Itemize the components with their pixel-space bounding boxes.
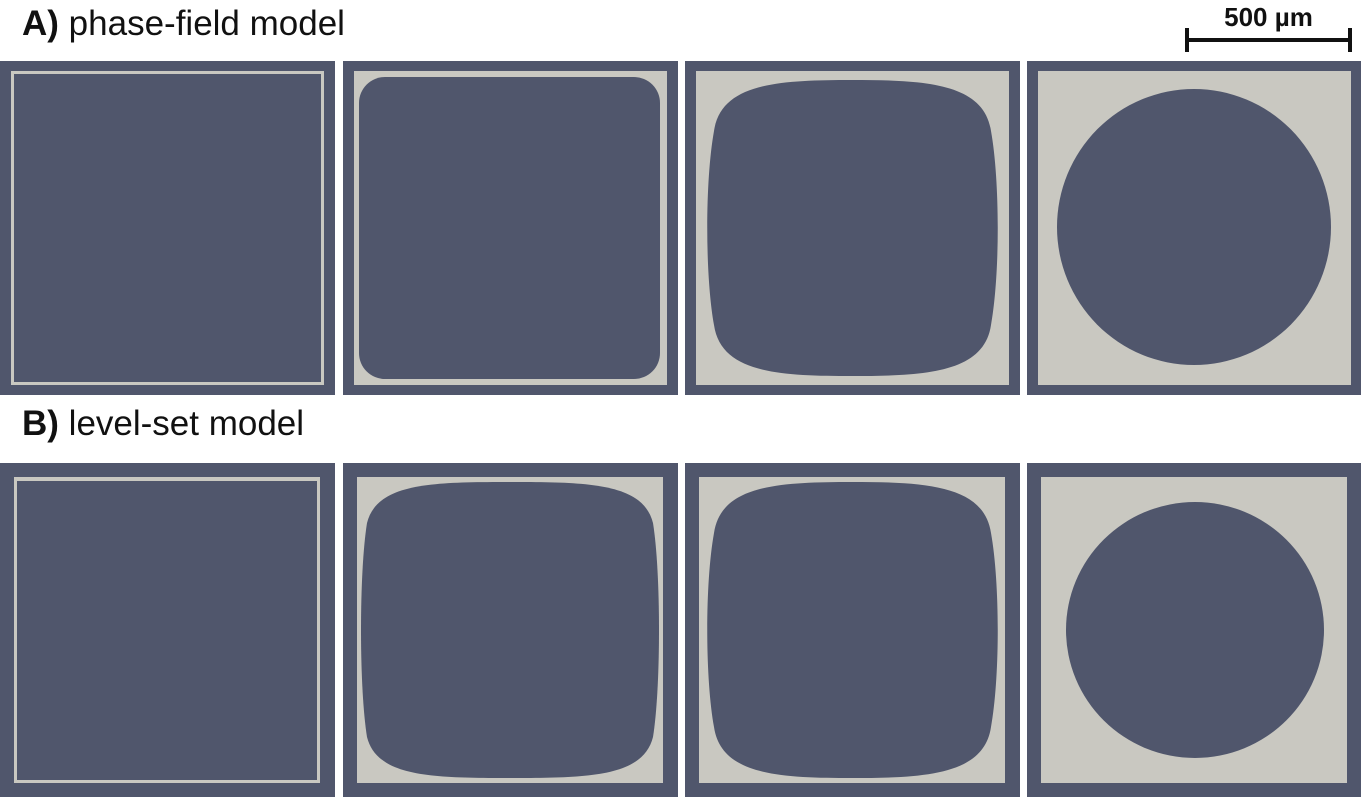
panel-a-2 (343, 61, 678, 395)
scale-bar-line (1185, 38, 1352, 42)
grain (1057, 89, 1331, 365)
row-a-letter: A) (22, 4, 59, 43)
panel-a-1 (0, 61, 335, 395)
panel-a-4 (1027, 61, 1361, 395)
panel-b-2 (343, 463, 678, 797)
grain (17, 481, 317, 780)
row-b-letter: B) (22, 404, 59, 443)
panel-b-3 (685, 463, 1020, 797)
panel-a-3 (685, 61, 1020, 395)
row-a-label: A) phase-field model (22, 4, 345, 44)
panel-b-4 (1027, 463, 1361, 797)
row-a-title: phase-field model (68, 4, 345, 43)
grain (1066, 502, 1324, 758)
panel-b-1 (0, 463, 335, 797)
scale-bar-label: 500 µm (1224, 2, 1313, 32)
grain (707, 482, 998, 778)
grain (359, 77, 660, 379)
grain (707, 80, 998, 376)
grain (14, 74, 321, 382)
row-b-title: level-set model (68, 404, 305, 443)
scale-bar-right-tick (1348, 28, 1352, 52)
grain (361, 482, 659, 778)
scale-bar: 500 µm (1185, 0, 1352, 56)
scale-bar-left-tick (1185, 28, 1189, 52)
row-b-label: B) level-set model (22, 404, 304, 444)
